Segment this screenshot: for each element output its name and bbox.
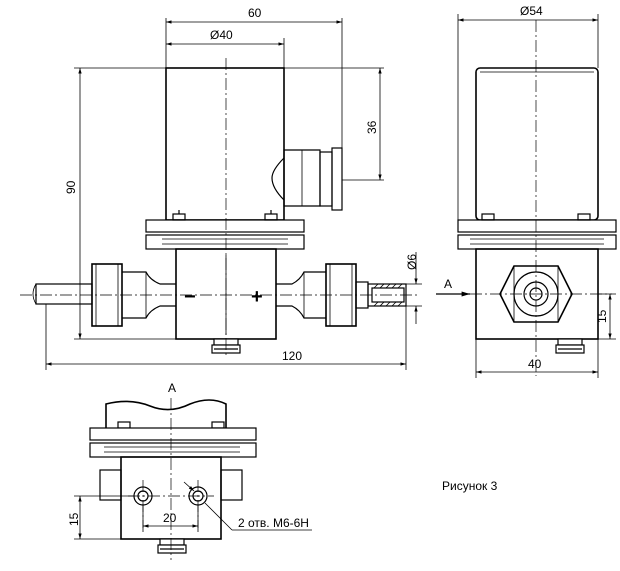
plus-sign: + [251,286,263,308]
front-view: − + 60 Ø40 36 90 120 Ø6 [20,6,422,370]
lower-plate [145,234,305,250]
dim-20: 20 [163,511,177,525]
dim-36: 36 [365,120,379,134]
view-a: A 20 [67,381,312,560]
holes-note: 2 отв. М6-6Н [238,516,309,530]
dim-60: 60 [248,6,262,20]
screw-left [172,210,186,221]
dim-dia-54: Ø54 [520,4,543,18]
dim-120: 120 [282,349,302,363]
view-a-title: A [168,381,176,395]
dim-dia-6: Ø6 [405,254,419,270]
coil-housing [165,67,285,221]
coil-housing-side [475,67,599,221]
dim-90: 90 [64,180,78,194]
left-fitting [32,263,176,327]
dim-dia-40: Ø40 [210,28,233,42]
dim-15-bottom: 15 [67,512,81,526]
view-a-arrow-label: A [444,277,452,291]
upper-plate [145,219,305,233]
figure-caption: Рисунок 3 [442,479,498,493]
dim-15-right: 15 [595,309,609,323]
dim-40: 40 [528,357,542,371]
side-view: A Ø54 15 40 [436,4,617,378]
minus-sign: − [184,286,196,308]
coil-broken-outline [105,399,227,428]
screw-right [264,210,278,221]
